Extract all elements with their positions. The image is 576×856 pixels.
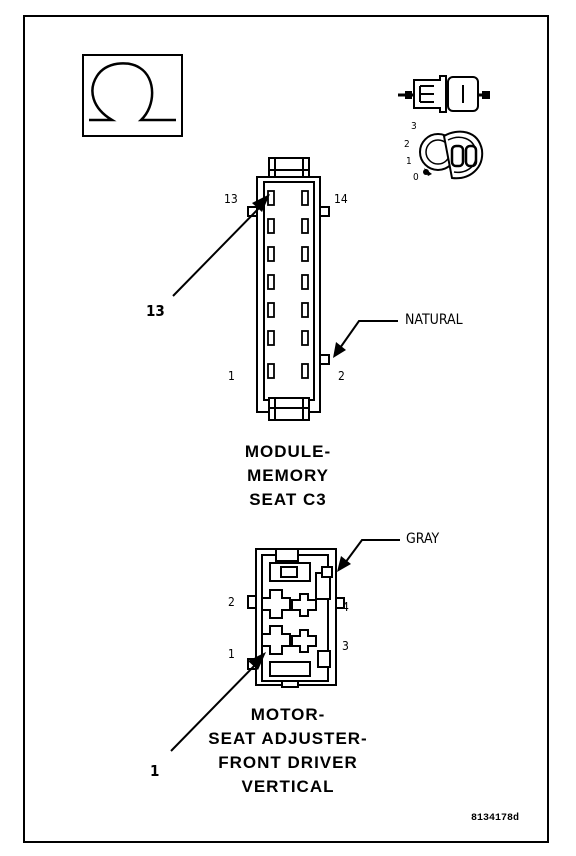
c3-callout-label: 13 — [146, 302, 165, 320]
motor-callout-arrow — [170, 652, 266, 752]
motor-pin-1-label: 1 — [228, 647, 235, 661]
ignition-position-1: 1 — [406, 156, 412, 167]
c3-pin-1-label: 1 — [228, 369, 235, 383]
motor-title-line-1: MOTOR- — [250, 705, 326, 724]
connector-motor-drawing — [247, 548, 345, 688]
c3-pin-14-label: 14 — [334, 192, 348, 206]
diagram-frame — [23, 15, 549, 843]
motor-callout-label: 1 — [150, 762, 160, 780]
ignition-position-0: 0 — [413, 172, 419, 183]
figure-code: 8134178d — [471, 813, 520, 824]
motor-title-line-2: SEAT ADJUSTER- — [208, 729, 368, 748]
c3-title-line-2: MEMORY — [247, 466, 329, 485]
c3-color-label: NATURAL — [405, 312, 463, 328]
c3-pin-2-label: 2 — [338, 369, 345, 383]
ignition-switch-icon — [419, 130, 484, 180]
motor-pin-4-label: 4 — [342, 600, 349, 614]
natural-leader-arrow — [333, 320, 398, 358]
motor-title-line-3: FRONT DRIVER — [218, 753, 358, 772]
c3-title: MODULE- MEMORY SEAT C3 — [188, 440, 388, 512]
motor-pin-2-label: 2 — [228, 595, 235, 609]
c3-callout-arrow — [172, 194, 270, 297]
motor-title-line-4: VERTICAL — [241, 777, 335, 796]
c3-title-line-1: MODULE- — [244, 442, 332, 461]
connector-c3-drawing — [247, 157, 330, 421]
ignition-position-3: 3 — [411, 121, 417, 132]
connector-key-icon — [398, 75, 490, 113]
ignition-position-2: 2 — [404, 139, 410, 150]
motor-pin-3-label: 3 — [342, 639, 349, 653]
gray-leader-arrow — [337, 539, 400, 572]
motor-color-label: GRAY — [406, 531, 440, 547]
motor-title: MOTOR- SEAT ADJUSTER- FRONT DRIVER VERTI… — [188, 703, 388, 799]
omega-icon — [82, 54, 183, 137]
c3-pin-13-label: 13 — [224, 192, 238, 206]
c3-title-line-3: SEAT C3 — [249, 490, 327, 509]
